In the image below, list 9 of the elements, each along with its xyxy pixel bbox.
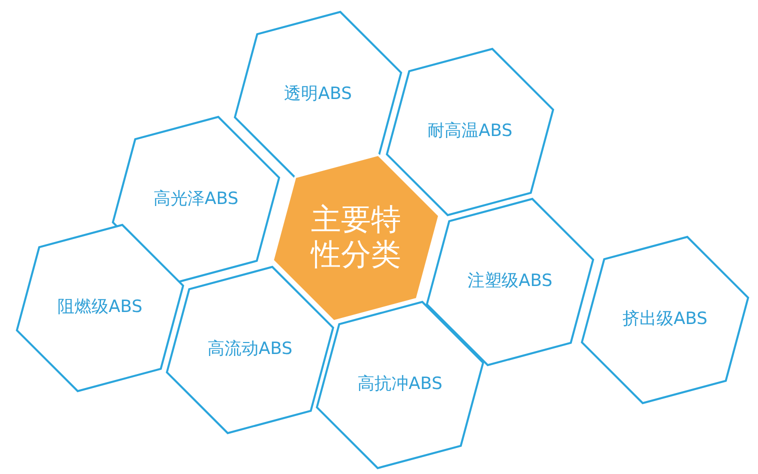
hexagon-label: 耐高温ABS xyxy=(426,122,514,142)
hexagon-label: 注塑级ABS xyxy=(466,272,554,292)
hexagon-label: 高抗冲ABS xyxy=(356,375,444,395)
hexagon-label: 阻燃级ABS xyxy=(56,298,144,318)
hexagon-label: 挤出级ABS xyxy=(622,310,708,330)
hexagon-label: 主要特性分类 xyxy=(309,204,402,272)
hexagon-label: 高流动ABS xyxy=(206,340,294,360)
hexagon-label: 高光泽ABS xyxy=(152,190,240,210)
hexagon-label: 透明ABS xyxy=(283,85,353,105)
